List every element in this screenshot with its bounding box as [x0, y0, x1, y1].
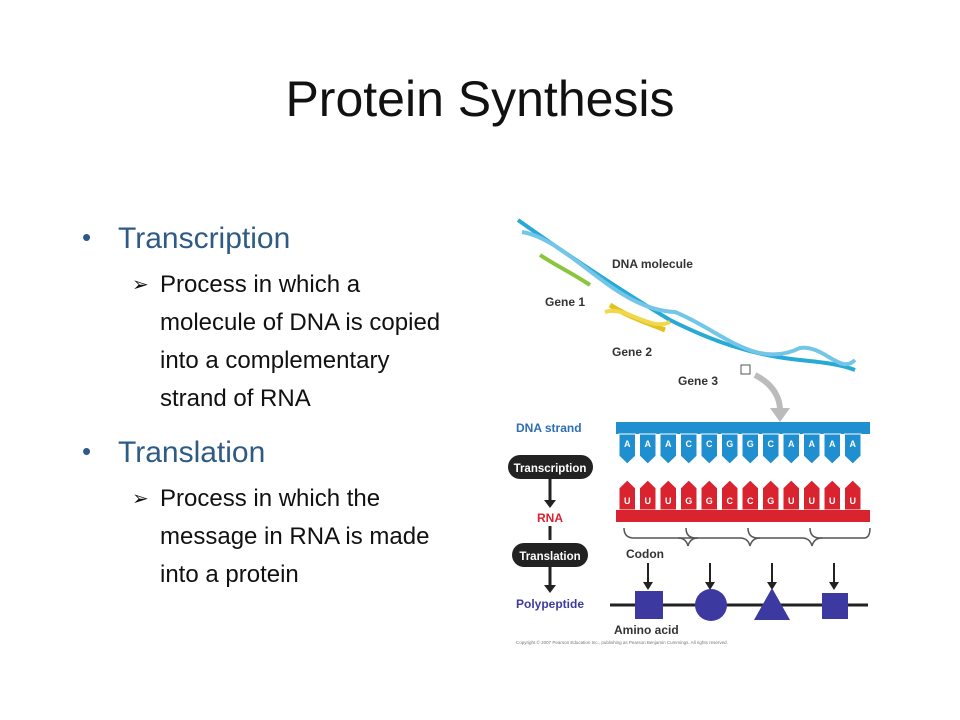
dna-base-shape: [741, 433, 759, 465]
rna-base-letter: U: [665, 496, 672, 506]
sub-bullet-translation: ➢ Process in which the message in RNA is…: [132, 480, 460, 594]
bullet-dot-icon: •: [82, 436, 92, 466]
rna-base-letter: G: [767, 496, 774, 506]
dna-strand-label: DNA strand: [516, 421, 582, 435]
arrow-bullet-icon: ➢: [132, 274, 149, 296]
rna-label: RNA: [537, 511, 563, 525]
codon-arrow-heads: [643, 582, 839, 590]
codon-arrows: [647, 563, 835, 583]
diagram-svg: DNA molecule Gene 1 Gene 2 Gene 3 DNA st…: [508, 218, 871, 645]
flow-arrow-3-head-icon: [544, 585, 556, 593]
dna-backbone: [616, 422, 870, 434]
sub-bullet-text: Process in which a molecule of DNA is co…: [160, 271, 441, 412]
translation-box: [512, 543, 588, 567]
bullet-dot-icon: •: [82, 222, 92, 252]
protein-synthesis-diagram: DNA molecule Gene 1 Gene 2 Gene 3 DNA st…: [500, 210, 880, 650]
codon-label: Codon: [626, 547, 664, 561]
dna-base-letter: G: [726, 439, 733, 449]
dna-base-letter: G: [747, 439, 754, 449]
rna-base-letter: U: [850, 496, 857, 506]
dna-molecule-label: DNA molecule: [612, 257, 693, 271]
slide-title: Protein Synthesis: [285, 71, 675, 127]
dna-base-letter: A: [645, 439, 652, 449]
gene2-label: Gene 2: [612, 345, 652, 359]
dna-base-shape: [659, 433, 677, 465]
dna-helix: [516, 218, 857, 372]
gene3-label: Gene 3: [678, 374, 718, 388]
dna-base-letter: C: [768, 439, 775, 449]
dna-base-letter: C: [706, 439, 713, 449]
amino-acid-circle: [695, 589, 727, 621]
rna-base-letter: G: [706, 496, 713, 506]
gene1-label: Gene 1: [545, 295, 585, 309]
transcription-label: Transcription: [514, 463, 587, 475]
bullet-heading: Translation: [118, 436, 266, 469]
dna-base-shape: [700, 433, 718, 465]
dna-base-shape: [680, 433, 698, 465]
bullet-translation: • Translation: [80, 436, 480, 470]
rna-base-letter: G: [685, 496, 692, 506]
dna-base-shape: [618, 433, 636, 465]
dna-base-letter: A: [665, 439, 672, 449]
dna-base-shape: [782, 433, 800, 465]
polypeptide-label: Polypeptide: [516, 597, 584, 611]
rna-base-letter: U: [788, 496, 795, 506]
amino-acid-square-2: [822, 593, 848, 619]
dna-base-shape: [823, 433, 841, 465]
dna-base-letter: A: [788, 439, 795, 449]
rna-base-letter: U: [624, 496, 631, 506]
flow-arrow-1-head-icon: [544, 500, 556, 508]
zoom-arrow-head-icon: [770, 408, 790, 422]
dna-base-letter: C: [686, 439, 693, 449]
rna-base-letter: C: [727, 496, 734, 506]
dna-base-shape: [803, 433, 821, 465]
amino-acid-triangle: [754, 588, 790, 620]
dna-base-letter: A: [624, 439, 631, 449]
rna-base-letter: U: [829, 496, 836, 506]
dna-base-letter: A: [809, 439, 816, 449]
arrow-bullet-icon: ➢: [132, 488, 149, 510]
bullet-transcription: • Transcription: [80, 222, 480, 256]
dna-base-letter: A: [850, 439, 857, 449]
amino-acid-label: Amino acid: [614, 623, 679, 637]
copyright-text: Copyright © 2007 Pearson Education Inc.,…: [516, 639, 728, 645]
rna-base-letter: U: [809, 496, 816, 506]
amino-acid-square-1: [635, 591, 663, 619]
sub-bullet-text: Process in which the message in RNA is m…: [160, 485, 430, 588]
translation-label: Translation: [519, 551, 580, 563]
dna-base-shape: [721, 433, 739, 465]
zoom-arrow-icon: [753, 372, 783, 411]
gene3-zoom-box: [740, 364, 751, 375]
dna-base-letter: A: [829, 439, 836, 449]
rna-base-letter: C: [747, 496, 754, 506]
rna-base-letter: U: [645, 496, 652, 506]
rna-backbone: [616, 510, 870, 522]
sub-bullet-transcription: ➢ Process in which a molecule of DNA is …: [132, 266, 460, 418]
dna-base-shape: [844, 433, 862, 465]
transcription-box: [508, 455, 593, 479]
dna-base-shape: [762, 433, 780, 465]
codon-brackets: [623, 527, 871, 547]
bullet-heading: Transcription: [118, 222, 291, 255]
bullet-list: • Transcription ➢ Process in which a mol…: [80, 222, 480, 612]
dna-base-shape: [639, 433, 657, 465]
